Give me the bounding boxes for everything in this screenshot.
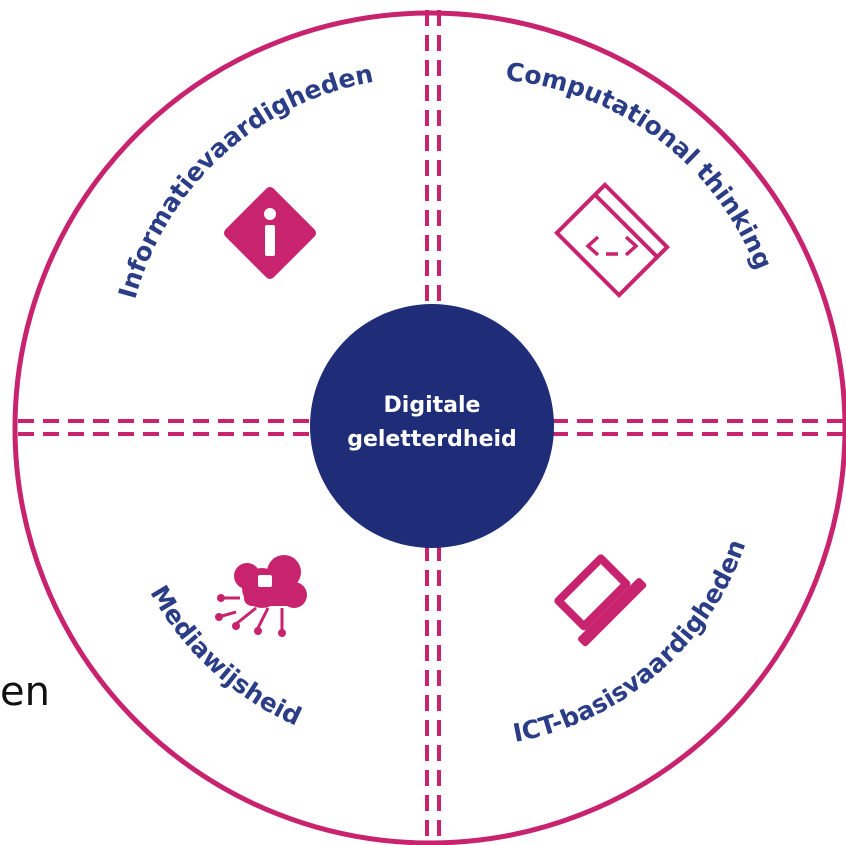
info-icon: [223, 186, 317, 280]
laptop-icon: [554, 554, 647, 647]
side-text-fragment: en: [0, 669, 50, 715]
center-title-line2: geletterdheid: [347, 427, 517, 452]
center-circle: [310, 304, 554, 548]
outer-ring: [12, 10, 846, 845]
quadrant-dividers: [18, 10, 846, 845]
center-title-line1: Digitale: [384, 393, 481, 418]
code-window-icon: [554, 182, 670, 298]
media-cloud-icon: [215, 555, 307, 637]
quadrant-label-informatievaardigheden: Informatievaardigheden: [113, 59, 376, 302]
quadrant-label-ict-basisvaardigheden: ICT-basisvaardigheden: [511, 536, 752, 748]
